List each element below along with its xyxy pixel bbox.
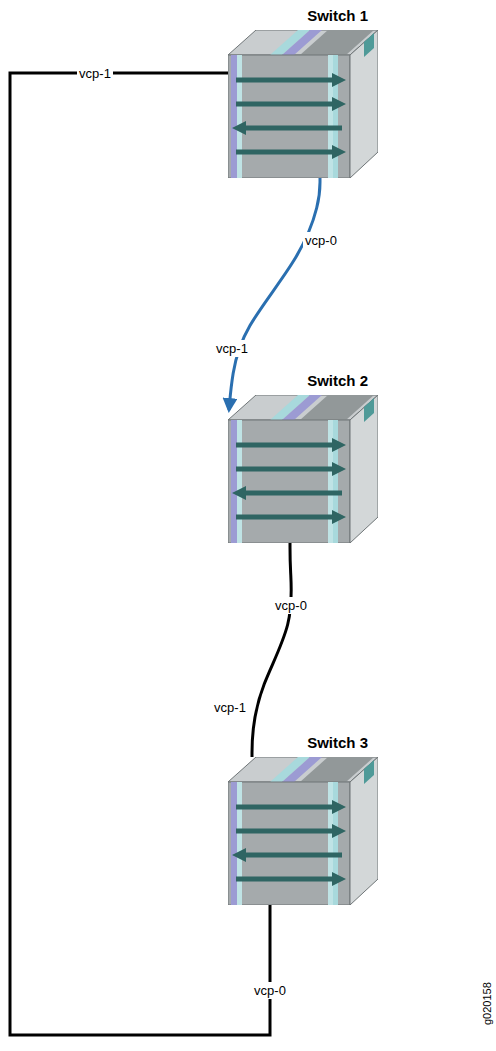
switch: Switch 1 (228, 30, 378, 178)
switch-name: Switch 1 (305, 7, 370, 24)
switch: Switch 3 (228, 757, 378, 905)
figure-id: g020158 (480, 982, 495, 1025)
switch-name: Switch 3 (305, 734, 370, 751)
switch-graphic (228, 757, 378, 905)
port-name: vcp-1 (212, 699, 248, 716)
vc-link (252, 543, 291, 757)
switch-name: Switch 2 (305, 372, 370, 389)
port-name: vcp-0 (303, 232, 339, 249)
port-name: vcp-0 (252, 982, 288, 999)
vc-link (10, 73, 270, 1035)
port-name: vcp-1 (214, 340, 250, 357)
switch-graphic (228, 395, 378, 543)
port-name: vcp-0 (273, 597, 309, 614)
port-name: vcp-1 (77, 65, 113, 82)
switch-graphic (228, 30, 378, 178)
switch: Switch 2 (228, 395, 378, 543)
